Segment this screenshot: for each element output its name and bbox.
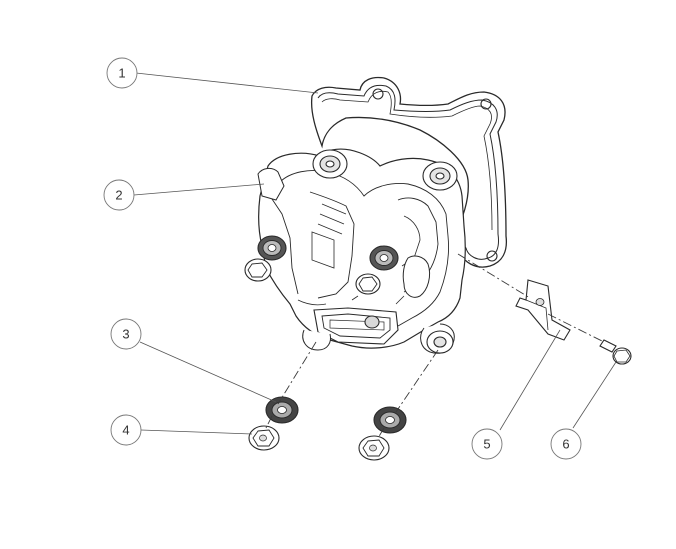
callout-4: 4 bbox=[110, 414, 142, 446]
rubber-washer-right bbox=[373, 406, 407, 434]
callout-1-label: 1 bbox=[118, 66, 125, 81]
installed-washer-center bbox=[369, 245, 399, 271]
callout-1: 1 bbox=[106, 57, 138, 89]
cover-mount-grommet-left bbox=[312, 149, 348, 179]
callout-2-label: 2 bbox=[115, 188, 122, 203]
callout-6-label: 6 bbox=[562, 437, 569, 452]
flange-nut-left bbox=[248, 425, 280, 451]
callout-4-label: 4 bbox=[122, 423, 129, 438]
gasket bbox=[310, 76, 508, 268]
flange-nut-right bbox=[358, 435, 390, 461]
callout-5: 5 bbox=[471, 428, 503, 460]
rubber-washer-left bbox=[265, 396, 299, 424]
cover-mount-grommet-right bbox=[422, 161, 458, 191]
installed-nut-center bbox=[355, 273, 381, 295]
installed-nut-left bbox=[244, 258, 272, 282]
bolt bbox=[599, 339, 632, 365]
leader-lines bbox=[133, 72, 617, 435]
callout-6: 6 bbox=[550, 428, 582, 460]
callout-2: 2 bbox=[103, 179, 135, 211]
bracket bbox=[515, 279, 571, 341]
installed-washer-left bbox=[257, 235, 287, 261]
assembly-centerlines bbox=[265, 253, 605, 439]
cover-mount-grommet-front bbox=[364, 315, 380, 329]
callout-3: 3 bbox=[110, 318, 142, 350]
callout-3-label: 3 bbox=[122, 327, 129, 342]
callout-5-label: 5 bbox=[483, 437, 490, 452]
cover-mount-grommet-bottom bbox=[426, 330, 454, 354]
cylinder-head-cover bbox=[257, 148, 466, 354]
